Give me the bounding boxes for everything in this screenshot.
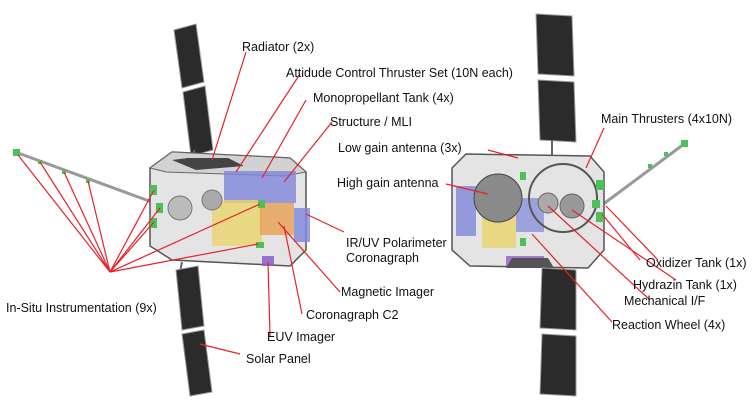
right-spacecraft-body — [451, 153, 605, 269]
label-mechanical-if: Mechanical I/F — [624, 294, 706, 308]
label-polarimeter-line1: IR/UV Polarimeter — [346, 236, 447, 250]
right-thruster-boom — [597, 140, 688, 210]
label-monopropellant-tank: Monopropellant Tank (4x) — [313, 91, 454, 105]
label-high-gain-antenna: High gain antenna — [337, 176, 439, 190]
label-in-situ-instrumentation: In-Situ Instrumentation (9x) — [6, 301, 157, 315]
label-reaction-wheel: Reaction Wheel (4x) — [612, 318, 726, 332]
label-coronagraph-c2: Coronagraph C2 — [306, 308, 399, 322]
left-bottom-solar-panel — [175, 261, 213, 397]
boom-sensor-tip — [13, 149, 20, 156]
left-top-solar-panel — [173, 23, 214, 166]
label-hydrazin-tank: Hydrazin Tank (1x) — [633, 278, 737, 292]
label-polarimeter-line2: Coronagraph — [346, 251, 419, 265]
label-radiator: Radiator (2x) — [242, 40, 315, 54]
right-top-solar-panel — [535, 13, 577, 158]
label-solar-panel: Solar Panel — [246, 352, 311, 366]
label-main-thrusters: Main Thrusters (4x10N) — [601, 112, 733, 126]
right-spacecraft — [451, 13, 688, 397]
label-magnetic-imager: Magnetic Imager — [341, 285, 435, 299]
label-structure-mli: Structure / MLI — [330, 115, 412, 129]
left-spacecraft — [13, 23, 310, 397]
leader-lines — [17, 51, 677, 355]
left-spacecraft-body — [148, 151, 310, 267]
right-bottom-solar-panel — [539, 267, 577, 397]
label-attitude-control: Attidude Control Thruster Set (10N each) — [286, 66, 513, 80]
label-oxidizer-tank: Oxidizer Tank (1x) — [646, 256, 747, 270]
label-euv-imager: EUV Imager — [267, 330, 336, 344]
label-low-gain-antenna: Low gain antenna (3x) — [338, 141, 462, 155]
